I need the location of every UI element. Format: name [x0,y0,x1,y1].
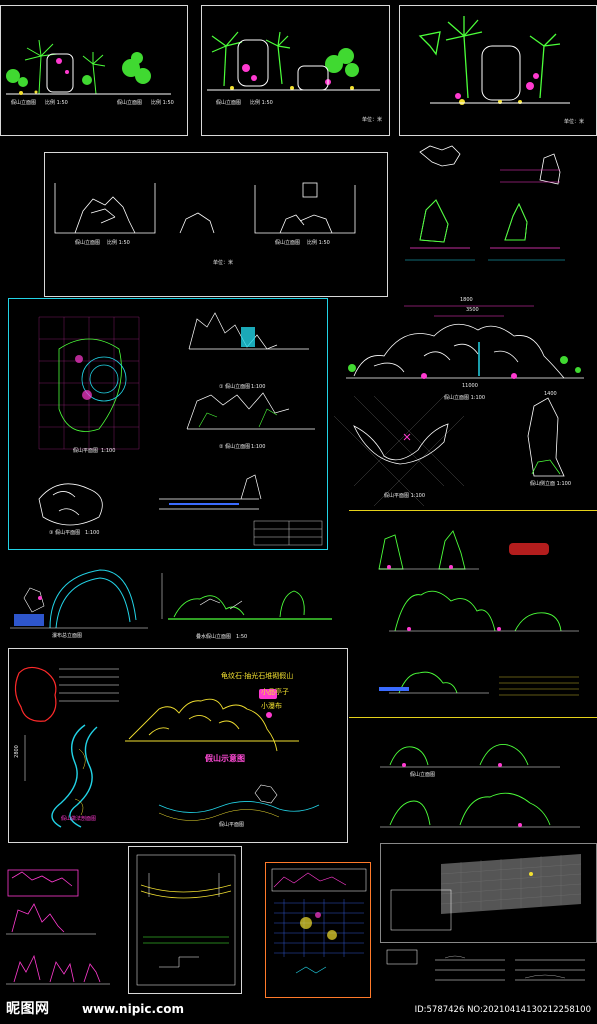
red-rock-elevations-i [6,869,110,985]
dimension-2800: 2800 [13,745,20,758]
sheet-a1-scale: 比例 1:50 [45,100,68,106]
sheet-c-plan-title: 假山平面图 [73,448,99,454]
section-detail-j [136,854,236,986]
plan-and-elevations-c [38,312,323,546]
watermark-site: www.nipic.com [82,1002,184,1016]
drawing-sheet-a3: 单位：米 [399,5,597,136]
sheet-h-label: 假山立面图 [410,772,436,778]
drawing-sheet-g: 龟纹石·抽光石堆砌假山 小品亭子 小瀑布 假山示意图 2800 假山做法剖面图 … [8,648,348,843]
drawing-sheet-l [380,843,597,943]
green-rockery-elevations [378,530,579,696]
sheet-a3-unit: 单位：米 [564,119,585,125]
drawing-sheet-green [349,510,597,718]
paving-plan-l [390,854,582,931]
drawing-sheet-m [385,948,597,998]
waterfall-label: 小瀑布 [261,702,282,710]
section-label: 假山做法剖面图 [61,816,97,822]
rockery-elevation-d [333,305,584,507]
watermark-id: ID:5787426 NO:20210414130212258100 [414,1005,591,1015]
sheet-e-title: 瀑布总立面图 [52,633,83,639]
elevation-sketch-a3 [418,16,570,105]
colored-plan-k [271,868,367,974]
drawing-sheet-i [0,862,118,992]
sheet-d-dim-top: 1800 [460,297,473,303]
sheet-a1-title: 假山立面图 [11,100,37,106]
sheet-c-elev2-title: ② 假山立面图 [219,444,251,450]
drawing-sheet-e: 瀑布总立面图 [0,558,150,643]
sheet-d-label-side: 假山侧立面 1:100 [530,481,571,487]
sheet-f-title: 叠水假山立面图 [196,634,232,640]
drawing-sheet-d: 1800 3500 11000 1400 假山平面图 1:100 假山立面图 1… [333,296,597,507]
sheet-c-plan-scale: 1:100 [101,448,116,454]
sheet-a1-title-2: 假山立面图 [117,100,143,106]
drawing-sheet-h: 假山立面图 [360,725,597,845]
waterfall-elevation-e [10,569,148,629]
sheet-a1-scale-2: 比例 1:50 [151,100,174,106]
drawing-sheet-a1: 假山立面图 比例 1:50 假山立面图 比例 1:50 [0,5,188,136]
cascade-elevation-f [161,573,332,620]
rock-detail-b2 [405,145,565,261]
drawing-sheet-b1: 假山立面图 比例 1:50 假山立面图 比例 1:50 单位：米 [44,152,388,297]
sheet-b1-left-title: 假山立面图 [75,240,101,246]
sheet-c-elev1-title: ① 假山立面图 [219,384,251,390]
sheet-a2-scale: 比例 1:50 [250,100,273,106]
stone-label: 龟纹石·抽光石堆砌假山 [221,672,294,680]
elevation-sketch-a1 [6,39,171,95]
sheet-b1-right-title: 假山立面图 [275,240,301,246]
schematic-main-title: 假山示意图 [205,754,245,763]
sheet-c-small-scale: 1:100 [85,530,100,536]
sheet-d-dim-bottom: 11000 [462,383,478,389]
sheet-b1-left-scale: 比例 1:50 [107,240,130,246]
sheet-c-elev2-scale: 1:100 [251,444,266,450]
rockery-schematic-g [14,666,320,828]
section-strips-m [386,949,585,981]
drawing-sheet-c: 假山平面图 1:100 ① 假山立面图 1:100 ② 假山立面图 1:100 … [8,298,328,550]
drawing-sheet-j [128,846,242,994]
sheet-c-elev1-scale: 1:100 [251,384,266,390]
drawing-sheet-f: 叠水假山立面图 1:50 [160,565,340,645]
green-elevations-h [380,743,580,828]
sheet-a2-title: 假山立面图 [216,100,242,106]
sheet-d-label-elev: 假山立面图 1:100 [444,395,485,401]
sheet-f-scale: 1:50 [236,634,248,640]
drawing-sheet-a2: 假山立面图 比例 1:50 单位：米 [201,5,390,136]
drawing-sheet-b2 [390,140,597,290]
sheet-a2-unit: 单位：米 [362,117,383,123]
sheet-d-dim-right: 1400 [544,391,557,397]
sheet-b1-right-scale: 比例 1:50 [307,240,330,246]
watermark-brand: 昵图网 [6,1001,50,1017]
elevation-sketch-b1 [54,182,356,234]
plan-label-g: 假山平面图 [219,822,245,828]
pavilion-label: 小品亭子 [261,688,289,696]
drawing-sheet-k [265,862,371,998]
sheet-d-dim-mid: 3500 [466,307,479,313]
elevation-sketch-a2 [207,31,380,91]
sheet-b1-unit: 单位：米 [213,260,234,266]
sheet-d-label-plan: 假山平面图 1:100 [384,493,425,499]
sheet-c-small-title: ③ 假山平面图 [49,530,81,536]
